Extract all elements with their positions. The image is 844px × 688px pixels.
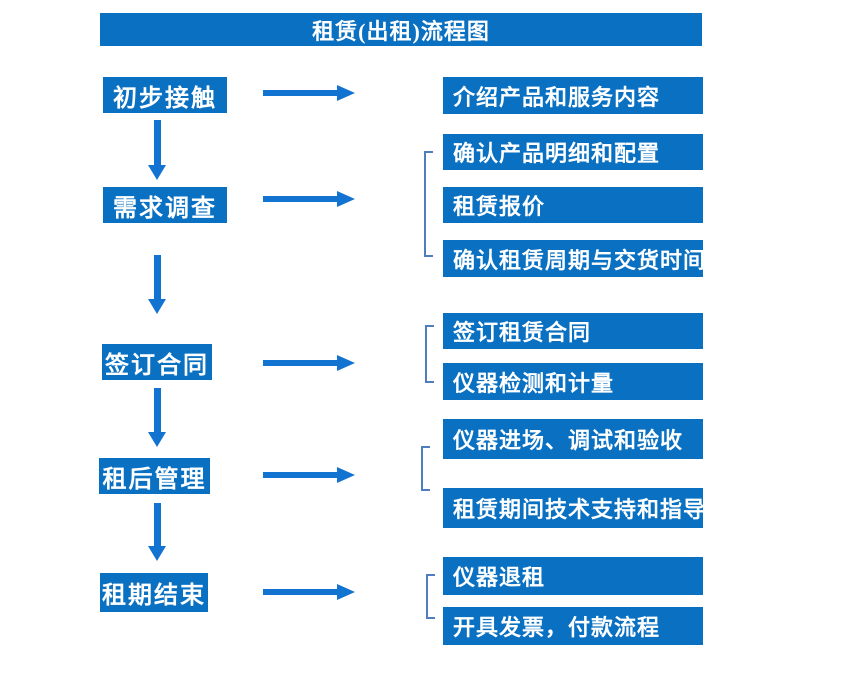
detail-box-instrument-setup-acceptance: 仪器进场、调试和验收 — [443, 419, 703, 459]
group-bracket-sign-contract — [425, 325, 434, 383]
group-bracket-rental-end — [426, 574, 435, 619]
detail-label: 签订租赁合同 — [453, 320, 592, 345]
step-label: 租期结束 — [102, 583, 206, 609]
detail-label: 租赁期间技术支持和指导 — [453, 497, 703, 522]
detail-label: 确认租赁周期与交货时间 — [453, 247, 703, 273]
step-label: 初步接触 — [113, 85, 217, 112]
down-arrow-icon — [148, 388, 166, 447]
step-box-initial-contact: 初步接触 — [103, 77, 227, 113]
step-box-post-rental-management: 租后管理 — [99, 458, 210, 494]
down-arrow-icon — [148, 255, 166, 314]
right-arrow-icon — [263, 191, 355, 207]
detail-label: 租赁报价 — [453, 194, 546, 219]
detail-box-invoice-payment: 开具发票，付款流程 — [443, 607, 703, 645]
detail-box-confirm-product-config: 确认产品明细和配置 — [443, 134, 703, 170]
detail-box-instrument-inspection: 仪器检测和计量 — [443, 363, 703, 400]
detail-box-confirm-period-delivery: 确认租赁周期与交货时间 — [443, 240, 703, 277]
right-arrow-icon — [263, 467, 355, 483]
step-label: 租后管理 — [102, 466, 207, 493]
step-label: 签订合同 — [105, 352, 209, 379]
step-box-sign-contract: 签订合同 — [102, 344, 212, 380]
detail-box-introduce-products: 介绍产品和服务内容 — [443, 77, 703, 114]
right-arrow-icon — [263, 584, 355, 600]
right-arrow-icon — [263, 355, 355, 371]
detail-label: 开具发票，付款流程 — [453, 615, 661, 640]
flowchart-title: 租赁(出租)流程图 — [312, 18, 490, 44]
detail-box-technical-support: 租赁期间技术支持和指导 — [443, 488, 703, 528]
detail-box-instrument-return: 仪器退租 — [443, 557, 703, 595]
flowchart-title-bar: 租赁(出租)流程图 — [100, 13, 702, 46]
detail-label: 确认产品明细和配置 — [453, 141, 661, 166]
step-label: 需求调查 — [113, 195, 217, 222]
down-arrow-icon — [148, 503, 166, 561]
step-box-demand-survey: 需求调查 — [103, 187, 227, 223]
group-bracket-post-rental — [421, 446, 430, 491]
step-box-rental-end: 租期结束 — [100, 573, 208, 612]
right-arrow-icon — [263, 85, 355, 101]
detail-label: 仪器检测和计量 — [453, 370, 615, 396]
detail-label: 介绍产品和服务内容 — [453, 84, 661, 110]
group-bracket-demand-survey — [424, 151, 433, 257]
detail-box-sign-rental-contract: 签订租赁合同 — [443, 313, 703, 349]
down-arrow-icon — [148, 120, 166, 180]
detail-label: 仪器进场、调试和验收 — [453, 428, 684, 453]
detail-label: 仪器退租 — [453, 565, 546, 590]
detail-box-rental-quote: 租赁报价 — [443, 187, 703, 223]
